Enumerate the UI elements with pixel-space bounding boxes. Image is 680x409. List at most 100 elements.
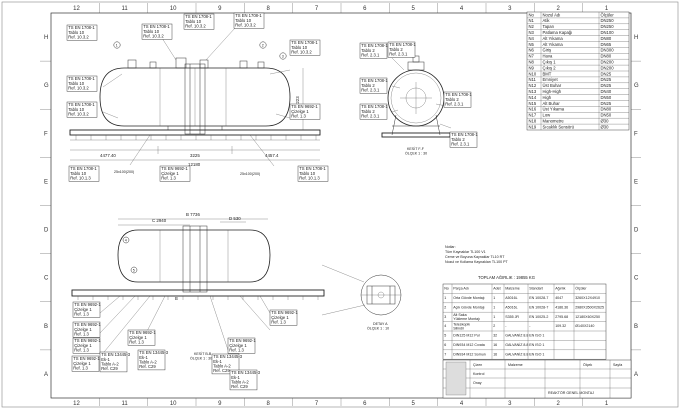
notes-line-3: Nozul ve Kollama Kaynakları TL100 PT	[445, 260, 508, 264]
company-logo	[445, 361, 467, 396]
frame-row-right-B: B	[634, 324, 638, 330]
parts-cell: 3	[444, 315, 446, 319]
frame-col-top-5: 5	[412, 6, 416, 12]
nozzle-cell: Alt Yıkama	[543, 42, 564, 47]
nozzle-cell: Ø30	[601, 119, 610, 124]
parts-cell: A5016L	[505, 296, 517, 300]
parts-cell: 2	[493, 324, 495, 328]
dim-top-mid: C 2940	[152, 218, 167, 223]
nozzle-cell: N16	[529, 107, 537, 112]
nozzle-cell: DN300	[601, 48, 615, 53]
nozzle-cell: Çıkış 2	[543, 65, 557, 70]
parts-cell: S355 JR	[505, 315, 519, 319]
frame-col-bottom-11: 11	[122, 401, 129, 407]
notes-line-2: Ceme ve Boyuna Kaynaklar TL10 RT	[445, 255, 505, 259]
parts-cell: 1	[493, 296, 495, 300]
parts-header-0: No	[444, 287, 449, 291]
parts-cell: EN ISO 1	[529, 334, 544, 338]
nozzle-cell: Alt Yıkama	[543, 36, 564, 41]
nozzle-cell: N3	[529, 30, 535, 35]
frame-col-bottom-8: 8	[267, 401, 271, 407]
frame-col-top-9: 9	[218, 6, 222, 12]
dim-left-span: 4477.40	[100, 153, 116, 158]
nozzle-cell: DN100	[601, 30, 615, 35]
tb-checked: Kontrol	[473, 372, 485, 376]
nozzle-cell: N9	[529, 65, 535, 70]
nozzle-cell: N1	[529, 18, 535, 23]
nozzle-cell: N6	[529, 48, 535, 53]
svg-text:3: 3	[282, 55, 284, 59]
parts-cell: 32	[493, 334, 497, 338]
parts-cell: EN 10028-7	[529, 296, 548, 300]
nozzle-cell: Giriş	[543, 48, 552, 53]
parts-cell: EN ISO 1	[529, 343, 544, 347]
frame-row-left-A: A	[44, 372, 48, 378]
parts-header-3: Malzeme	[505, 287, 520, 291]
tb-drawn: Çizen	[473, 363, 482, 367]
parts-cell: 109.32	[555, 324, 566, 328]
tb-approved: Onay	[473, 381, 482, 385]
frame-col-bottom-1: 1	[605, 401, 609, 407]
nozzle-cell: DN80	[601, 36, 612, 41]
nozzle-cell: Çıkış 1	[543, 60, 557, 65]
frame-col-top-4: 4	[460, 6, 464, 12]
nozzle-cell: N7	[529, 54, 535, 59]
frame-col-top-7: 7	[315, 6, 319, 12]
nozzle-cell: N2	[529, 24, 535, 29]
parts-cell: 5	[444, 334, 446, 338]
frame-col-top-10: 10	[170, 6, 177, 12]
nozzle-cell: DN250	[601, 24, 615, 29]
nozzle-cell: Üst Buhar	[543, 83, 562, 88]
frame-row-left-G: G	[44, 83, 49, 89]
parts-cell: 7	[444, 352, 446, 356]
parts-cell: EN ISO 1	[529, 352, 544, 356]
parts-cell: Orta Gövde Montajı	[453, 296, 484, 300]
svg-text:2: 2	[262, 44, 264, 48]
nozzle-cell: N11	[529, 77, 537, 82]
nozzle-cell: N5	[529, 42, 535, 47]
frame-col-top-8: 8	[267, 6, 271, 12]
parts-header-5: Ağırlık	[555, 287, 565, 291]
svg-text:4: 4	[125, 239, 127, 243]
frame-row-right-A: A	[634, 372, 638, 378]
nozzle-cell: Patlama Kapağı	[543, 30, 573, 35]
nozzle-cell: Sıcaklık Sensörü	[543, 124, 575, 129]
nozzle-cell: DN40	[601, 89, 612, 94]
nozzle-cell: N14	[529, 95, 537, 100]
nozzle-header-0: No	[529, 12, 535, 17]
nozzle-cell: Üst Yıkama	[543, 107, 565, 112]
nozzle-cell: N8	[529, 60, 535, 65]
parts-cell: GALVANİZ 8.8	[505, 342, 528, 347]
frame-row-right-G: G	[634, 83, 639, 89]
notes-block: Notlar: Tüm Kaynaklar TL100 V1 Ceme ve B…	[445, 245, 535, 280]
section-mark-b: B	[175, 296, 178, 301]
nozzle-cell: DN25	[601, 101, 612, 106]
frame-col-bottom-4: 4	[460, 401, 464, 407]
parts-cell: EN 10028-7	[529, 305, 548, 309]
frame-col-top-2: 2	[557, 6, 561, 12]
nozzle-cell: N13	[529, 89, 537, 94]
parts-cell: EN 10025-2	[529, 315, 548, 319]
frame-col-top-3: 3	[508, 6, 512, 12]
svg-text:1: 1	[116, 44, 118, 48]
nozzle-cell: DN25	[601, 71, 612, 76]
dim-height: A 2223	[295, 96, 300, 110]
